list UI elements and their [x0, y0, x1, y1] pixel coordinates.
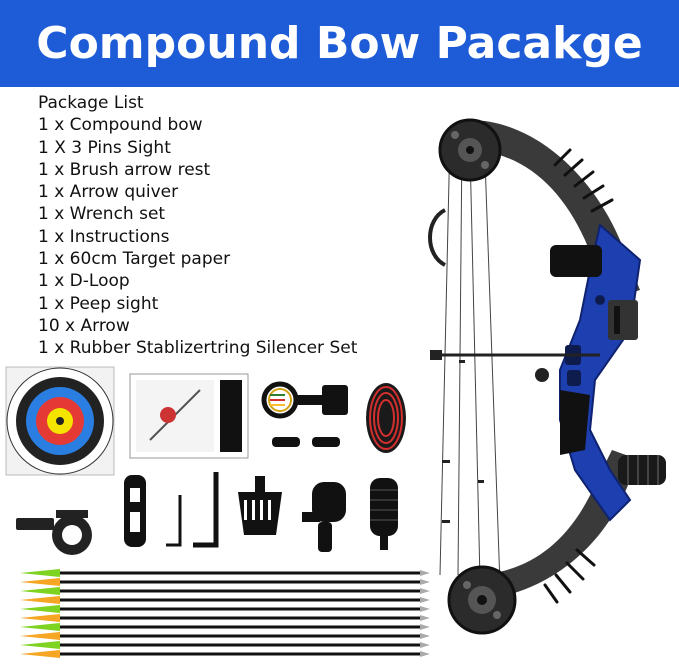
bow-sight — [608, 300, 638, 340]
package-list-item: 1 x Brush arrow rest — [38, 159, 211, 180]
package-list-item: 10 x Arrow — [38, 315, 130, 336]
package-list-item: 1 x Arrow quiver — [38, 182, 179, 203]
quiver-mount-icon — [302, 482, 346, 552]
bow-side-rod — [430, 350, 600, 360]
quiver-icon — [238, 476, 282, 535]
peep-sight-icon — [370, 478, 398, 550]
package-list-item: 1 x Rubber Stablizertring Silencer Set — [38, 338, 358, 359]
target-paper — [5, 366, 115, 476]
d-loop-icon — [366, 383, 406, 453]
bow-grip — [560, 390, 590, 455]
wrench-icon — [124, 475, 146, 547]
bow-stabilizer — [618, 455, 666, 485]
lower-cam — [447, 565, 517, 635]
upper-cam — [438, 118, 502, 182]
package-list-heading: Package List — [38, 93, 144, 113]
banner-title: Compound Bow Pacakge — [36, 18, 643, 69]
sight-icon — [261, 381, 348, 419]
compound-bow — [428, 118, 666, 635]
title-banner: Compound Bow Pacakge — [0, 0, 679, 87]
bow-quiver — [550, 245, 602, 277]
package-list-item: 1 x Compound bow — [38, 115, 203, 136]
package-list-item: 1 x D-Loop — [38, 271, 130, 292]
package-list: Package List 1 x Compound bow 1 X 3 Pins… — [38, 92, 398, 360]
bow-dloop — [428, 208, 447, 267]
arrows-bundle — [20, 569, 430, 658]
string-silencers — [442, 360, 484, 523]
limb-silencer-icon — [543, 548, 596, 604]
package-list-item: 1 X 3 Pins Sight — [38, 137, 171, 158]
limb-silencer-icon — [553, 148, 614, 213]
bow-strings — [439, 134, 501, 586]
bow-arrow-rest — [535, 368, 549, 382]
package-list-item: 1 x Peep sight — [38, 293, 159, 314]
instructions-booklet — [129, 373, 249, 459]
rubber-silencer-icon — [272, 437, 340, 447]
fletching-icon — [20, 569, 60, 658]
allen-key-small-icon — [166, 495, 182, 547]
arrow-rest-icon — [16, 510, 92, 555]
package-list-item: 1 x 60cm Target paper — [38, 249, 231, 270]
package-list-item: 1 x Instructions — [38, 226, 170, 247]
package-list-item: 1 x Wrench set — [38, 204, 166, 225]
allen-key-large-icon — [193, 472, 219, 548]
